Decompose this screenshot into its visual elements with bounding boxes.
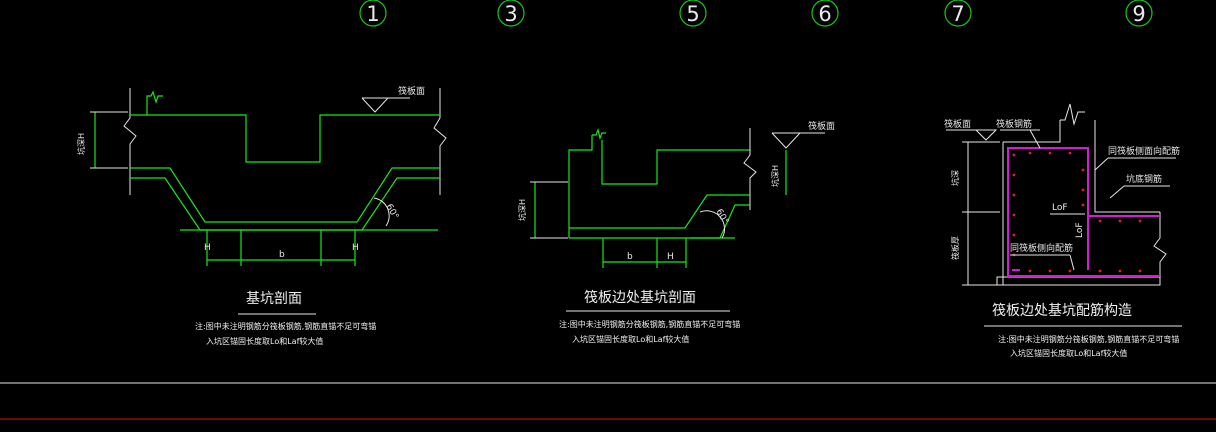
axis-bubble-3: 3: [497, 0, 525, 27]
axis-bubble-9: 9: [1125, 0, 1153, 27]
axis-bubble-7: 7: [944, 0, 972, 27]
svg-text:筏板面: 筏板面: [944, 118, 971, 130]
svg-text:坑深: 坑深: [950, 170, 960, 186]
break-symbol: [1060, 103, 1085, 126]
svg-text:坑底钢筋: 坑底钢筋: [1126, 173, 1162, 185]
axis-bubble-1: 1: [359, 0, 387, 27]
pit-step-outline: [1094, 120, 1160, 213]
svg-text:H: H: [352, 243, 359, 253]
level-marker: [975, 129, 998, 141]
detail1-note-2: 入坑区锚固长度取Lo和Laf较大值: [206, 336, 323, 346]
break-line-right: [433, 88, 447, 195]
rebar-outer: [1007, 147, 1160, 277]
detail-edge-pit-rebar: 筏板面 筏板钢筋 坑深 筏板厚 同筏板侧面向配筋 坑底钢筋 LoF LoF 同筏…: [944, 103, 1182, 358]
detail3-note-2: 入坑区锚固长度取Lo和Laf较大值: [1010, 348, 1127, 358]
break-line-left: [123, 88, 137, 195]
pit-bottom-outer: [569, 194, 750, 229]
detail3-note-1: 注:图中未注明钢筋分筏板钢筋,钢筋直锚不足可弯锚: [998, 334, 1179, 344]
level-marker: [361, 97, 390, 113]
svg-text:LoF: LoF: [1075, 222, 1085, 238]
break-line-right: [1153, 212, 1167, 285]
rebar-dots: [1012, 151, 1142, 273]
base-strip: [996, 276, 1161, 286]
svg-text:b: b: [279, 250, 285, 260]
break-symbol: [592, 128, 606, 140]
slab-edge-outline: [568, 135, 593, 238]
detail-edge-pit-section: 筏板面 坑深H 坑深H 60° b H 筏板边处基坑剖面 注:图中未注明钢筋分筏…: [517, 120, 835, 344]
slab-top-step: [601, 140, 750, 185]
svg-text:9: 9: [1132, 2, 1145, 26]
svg-text:7: 7: [951, 2, 964, 26]
svg-text:1: 1: [366, 2, 379, 26]
svg-text:H: H: [667, 252, 674, 262]
svg-text:H: H: [204, 243, 211, 253]
svg-text:b: b: [627, 252, 633, 262]
svg-text:筏板面: 筏板面: [808, 120, 835, 132]
detail1-note-1: 注:图中未注明钢筋分筏板钢筋,钢筋直锚不足可弯锚: [195, 321, 376, 331]
axis-bubble-6: 6: [811, 0, 839, 27]
break-line-right: [743, 128, 757, 210]
level-marker: [771, 132, 802, 149]
svg-text:坑深H: 坑深H: [76, 133, 86, 155]
svg-text:筏板厚: 筏板厚: [950, 236, 960, 260]
pit-bottom-outer: [130, 167, 440, 223]
svg-text:5: 5: [686, 2, 699, 26]
svg-text:同筏板侧向配筋: 同筏板侧向配筋: [1010, 242, 1073, 254]
svg-text:6: 6: [818, 2, 831, 26]
concrete-outline-top: [1003, 120, 1061, 143]
axis-bubble-5: 5: [679, 0, 707, 27]
detail3-title: 筏板边处基坑配筋构造: [992, 302, 1132, 319]
svg-text:60°: 60°: [713, 208, 730, 227]
svg-text:60°: 60°: [383, 203, 400, 222]
pit-bottom-inner: [569, 204, 750, 239]
detail2-note-1: 注:图中未注明钢筋分筏板钢筋,钢筋直锚不足可弯锚: [559, 319, 740, 329]
svg-text:3: 3: [504, 2, 517, 26]
svg-text:筏板面: 筏板面: [398, 85, 425, 97]
svg-text:LoF: LoF: [1052, 203, 1068, 213]
svg-text:筏板钢筋: 筏板钢筋: [996, 118, 1032, 130]
slab-top-line: [130, 114, 440, 163]
svg-text:坑深H: 坑深H: [770, 165, 780, 187]
detail-pit-section: 筏板面 坑深H 60° H b H 基坑剖面 注:图中未注明钢筋分筏板钢筋,钢筋…: [76, 85, 447, 346]
detail2-note-2: 入坑区锚固长度取Lo和Laf较大值: [572, 334, 689, 344]
svg-text:坑深H: 坑深H: [517, 199, 527, 221]
detail2-title: 筏板边处基坑剖面: [584, 289, 696, 306]
detail1-title: 基坑剖面: [246, 290, 302, 307]
break-symbol: [146, 90, 163, 115]
svg-text:同筏板侧面向配筋: 同筏板侧面向配筋: [1108, 145, 1180, 157]
